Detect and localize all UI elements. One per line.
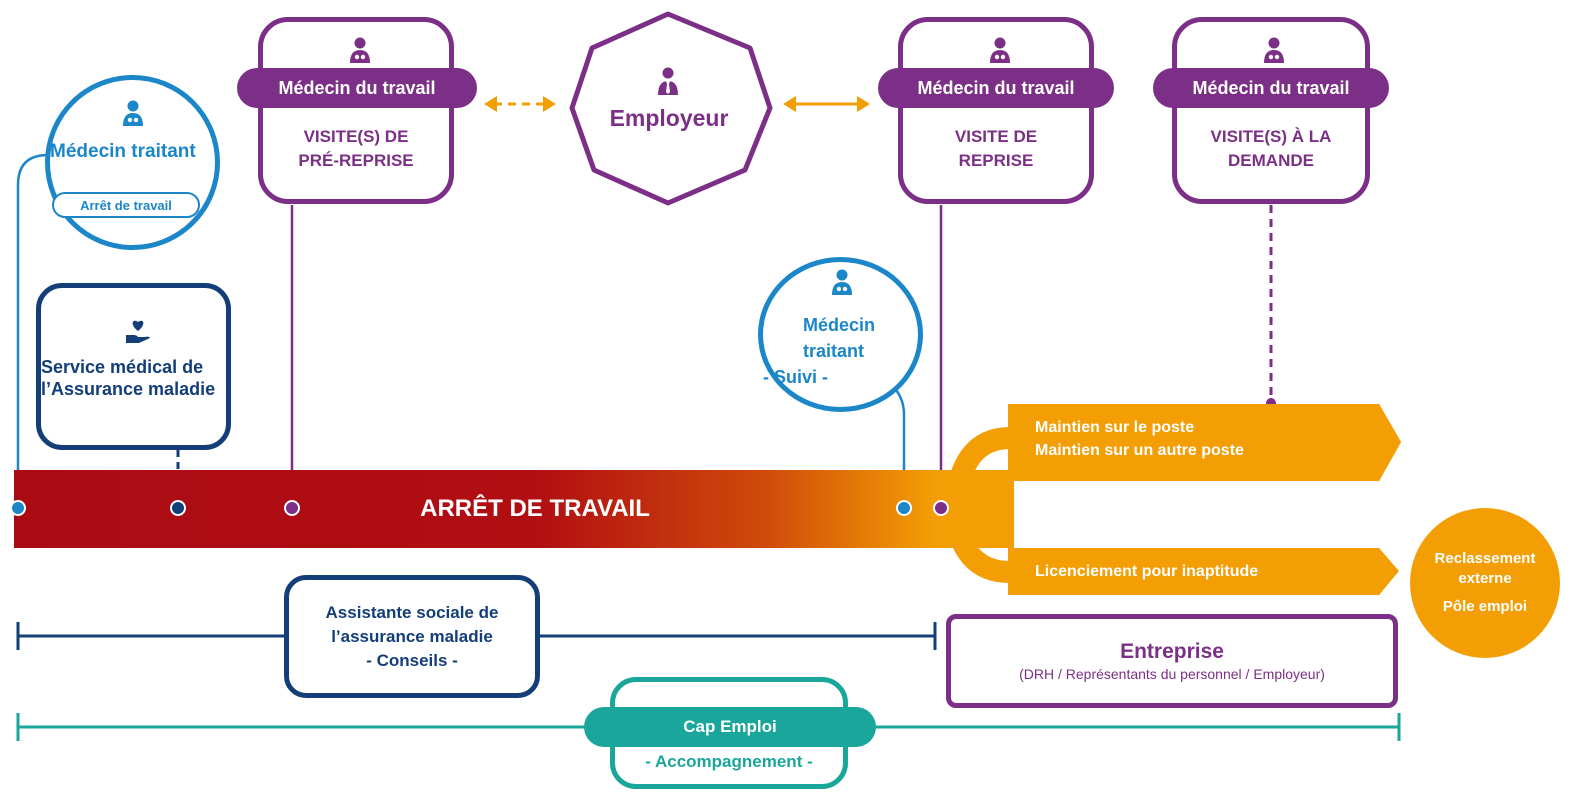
medecin-du-travail-pill: Médecin du travail [878,68,1114,108]
visite-pre-reprise-label: VISITE(S) DE PRÉ-REPRISE [298,127,414,170]
medecin-traitant-circle: Médecin traitant [45,75,220,250]
maintien-arrow [1008,404,1402,481]
accompagnement-label: - Accompagnement - [645,752,813,771]
reclassement-line2: externe [1458,570,1512,587]
medecin-traitant-title: Médecin traitant [50,141,196,162]
reclassement-line1: Reclassement [1434,550,1536,567]
visite-reprise-label: VISITE DE REPRISE [954,127,1038,170]
doctor-icon [122,100,144,126]
maintien-text: Maintien sur le poste Maintien sur un au… [1035,416,1375,466]
dot-reprise [933,500,949,516]
licenciement-arrow [1008,548,1400,595]
medecin-traitant-suivi-title: Médecin traitant [803,315,876,361]
maintien-autre-poste-label: Maintien sur un autre poste [1035,442,1244,459]
assistante-sociale-line2: l’assurance maladie [331,626,493,646]
heart-hand-icon [125,318,151,344]
person-suit-icon [657,67,679,95]
doctor-icon [989,37,1011,63]
doctor-icon [1263,37,1285,63]
maintien-poste-label: Maintien sur le poste [1035,419,1195,436]
dot-pre-reprise [284,500,300,516]
service-medical-label: Service médical de l’Assurance maladie [41,357,216,399]
dot-suivi [896,500,912,516]
dot-medecin-traitant [10,500,26,516]
reclassement-circle: Reclassement externe Pôle emploi [1410,508,1560,658]
cap-emploi-pill: Cap Emploi [584,707,876,747]
medecin-traitant-suivi-circle: Médecin traitant - Suivi - [758,257,923,412]
suivi-label: - Suivi - [763,367,829,387]
visite-demande-label: VISITE(S) À LA DEMANDE [1210,127,1332,170]
medecin-traitant-suivi-text: Médecin traitant - Suivi - [763,312,918,390]
visite-pre-reprise-box: VISITE(S) DE PRÉ-REPRISE [258,17,454,204]
employeur-shape [569,11,773,206]
doctor-icon [831,269,853,295]
conseils-label: - Conseils - [366,650,458,670]
assistante-sociale-line1: Assistante sociale de [325,602,499,622]
assistante-sociale-box: Assistante sociale de l’assurance maladi… [284,575,540,698]
pole-emploi-label: Pôle emploi [1442,598,1528,615]
service-medical-box: Service médical de l’Assurance maladie [36,283,231,450]
connector-medecin-traitant [16,153,49,508]
entreprise-subtitle: (DRH / Représentants du personnel / Empl… [1019,666,1325,682]
visite-reprise-box: VISITE DE REPRISE [898,17,1094,204]
connector-suivi [895,389,906,508]
entreprise-title: Entreprise [1120,640,1224,663]
doctor-icon [349,37,371,63]
medecin-du-travail-pill: Médecin du travail [1153,68,1389,108]
employeur-label: Employeur [609,104,729,131]
dot-service-medical [170,500,186,516]
licenciement-label: Licenciement pour inaptitude [1035,563,1259,580]
arret-de-travail-label: ARRÊT DE TRAVAIL [420,495,650,522]
entreprise-box: Entreprise (DRH / Représentants du perso… [946,614,1398,708]
arret-de-travail-badge: Arrêt de travail [52,192,200,218]
branch-connector [944,427,1011,583]
visite-demande-box: VISITE(S) À LA DEMANDE [1172,17,1370,204]
medecin-du-travail-pill: Médecin du travail [237,68,477,108]
